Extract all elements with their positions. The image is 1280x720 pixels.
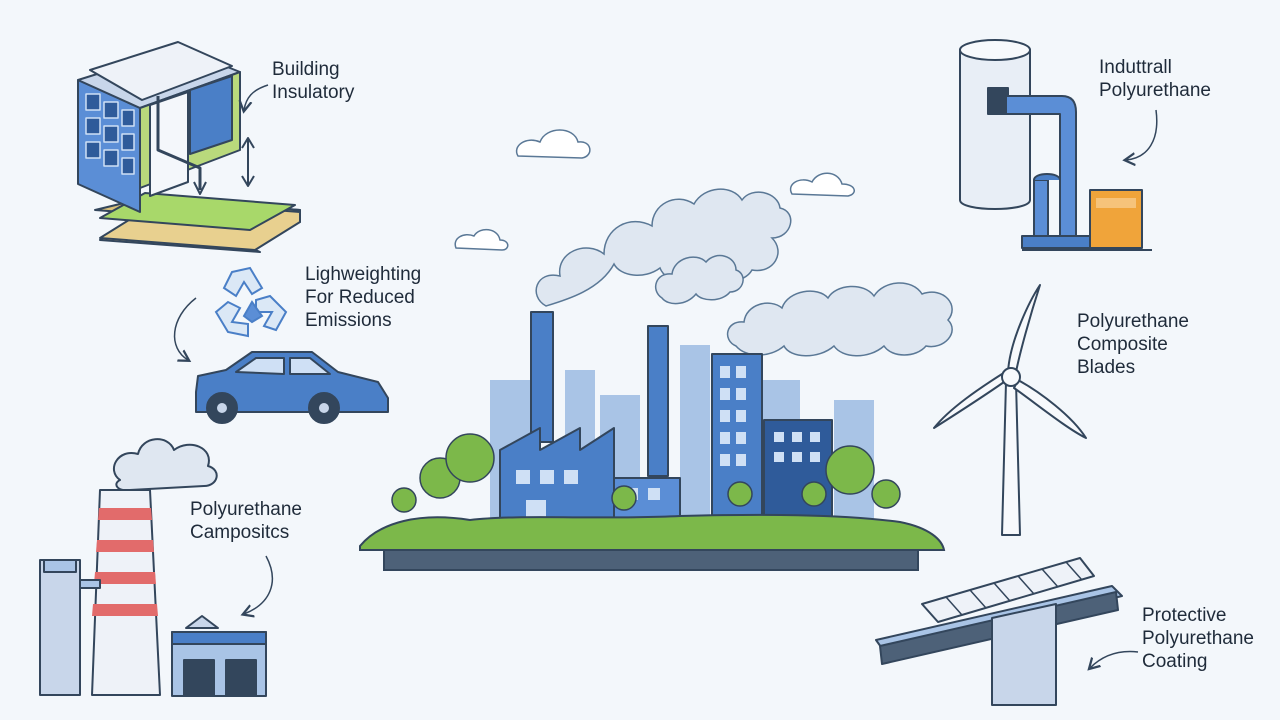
composites-pointer-arrow — [244, 555, 274, 614]
label-protective-coating: Protective Polyurethane Coating — [1142, 604, 1254, 673]
label-polyurethane-composites: Polyurethane Campositcs — [190, 498, 302, 544]
recycle-icon — [214, 266, 288, 338]
label-industrial-line-2: Polyurethane — [1099, 80, 1211, 101]
label-lightweighting-line-1: Lighweighting — [305, 264, 422, 285]
label-coating-line-2: Polyurethane — [1142, 628, 1254, 649]
recycle-arrow — [173, 297, 197, 360]
label-industrial-polyurethane: Induttrall Polyurethane — [1099, 56, 1211, 102]
coating-pointer-arrow — [1090, 650, 1139, 668]
label-lightweighting: Lighweighting For Reduced Emissions — [305, 263, 421, 332]
label-blades-line-2: Composite — [1077, 334, 1168, 355]
industrial-pointer-arrow — [1126, 109, 1158, 160]
label-blades-line-1: Polyurethane — [1077, 311, 1189, 332]
label-coating-line-3: Coating — [1142, 651, 1208, 672]
building-pointer-arrow — [244, 84, 269, 110]
ground-platform — [359, 513, 946, 571]
power-plant-icon — [39, 438, 267, 697]
pipe-tank-icon — [959, 39, 1152, 251]
label-building-line-1: Building — [272, 59, 340, 80]
label-coating-line-1: Protective — [1142, 605, 1227, 626]
building-insulation-icon — [77, 41, 301, 253]
label-building-insulation: Building Insulatory — [272, 58, 354, 104]
wind-turbine-icon — [933, 284, 1087, 536]
trees-icon — [391, 433, 901, 513]
label-composites-line-1: Polyurethane — [190, 499, 302, 520]
label-building-line-2: Insulatory — [272, 82, 355, 103]
label-industrial-line-1: Induttrall — [1099, 57, 1172, 78]
factory-smoke — [535, 188, 953, 357]
label-lightweighting-line-3: Emissions — [305, 310, 392, 331]
label-lightweighting-line-2: For Reduced — [305, 287, 415, 308]
bridge-icon — [875, 557, 1123, 706]
label-composite-blades: Polyurethane Composite Blades — [1077, 310, 1189, 379]
label-blades-line-3: Blades — [1077, 357, 1136, 378]
cloud-icon — [454, 129, 855, 251]
label-composites-line-2: Campositcs — [190, 522, 290, 543]
car-icon — [195, 351, 389, 424]
